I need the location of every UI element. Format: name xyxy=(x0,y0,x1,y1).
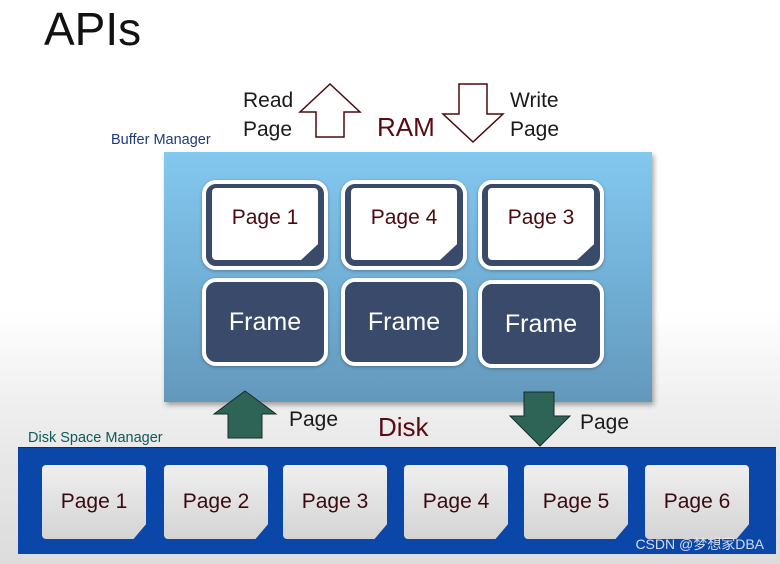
read-from-disk-arrow-icon xyxy=(212,390,278,439)
disk-page[interactable]: Page 1 xyxy=(42,465,146,539)
buffer-pool: Page 1 Page 4 Page 3 Frame Frame Frame xyxy=(164,152,652,402)
read-label-line2: Page xyxy=(243,118,293,141)
buffer-frame[interactable]: Frame xyxy=(478,280,604,368)
buffer-frame[interactable]: Frame xyxy=(202,278,328,366)
watermark: CSDN @梦想家DBA xyxy=(635,536,764,552)
buffer-page-slot[interactable]: Page 1 xyxy=(202,180,328,270)
ram-label: RAM xyxy=(377,112,435,142)
slide-title: APIs xyxy=(44,3,142,55)
write-label-line1: Write xyxy=(510,89,559,112)
write-to-disk-arrow-icon xyxy=(508,391,572,447)
buffer-page: Page 1 xyxy=(212,188,318,260)
buffer-page: Page 4 xyxy=(351,188,457,260)
write-page-arrow-icon xyxy=(441,83,505,144)
buffer-page-slot[interactable]: Page 4 xyxy=(341,180,467,270)
disk-space-manager-label: Disk Space Manager xyxy=(28,430,163,446)
disk-page[interactable]: Page 6 xyxy=(645,465,749,539)
disk-page[interactable]: Page 5 xyxy=(524,465,628,539)
read-label-line1: Read xyxy=(243,89,294,112)
disk-page[interactable]: Page 3 xyxy=(283,465,387,539)
up-page-label: Page xyxy=(289,408,339,431)
write-page-label: Write Page xyxy=(510,86,559,144)
buffer-page-slot[interactable]: Page 3 xyxy=(478,180,604,270)
write-label-line2: Page xyxy=(510,118,560,141)
disk-storage: Page 1 Page 2 Page 3 Page 4 Page 5 Page … xyxy=(18,447,776,554)
disk-page[interactable]: Page 4 xyxy=(404,465,508,539)
buffer-frame[interactable]: Frame xyxy=(341,278,467,366)
disk-page[interactable]: Page 2 xyxy=(164,465,268,539)
read-page-arrow-icon xyxy=(298,82,362,138)
read-page-label: Read Page xyxy=(243,86,293,144)
buffer-manager-label: Buffer Manager xyxy=(111,132,211,148)
disk-label: Disk xyxy=(378,412,429,442)
buffer-page: Page 3 xyxy=(488,188,594,260)
down-page-label: Page xyxy=(580,411,630,434)
